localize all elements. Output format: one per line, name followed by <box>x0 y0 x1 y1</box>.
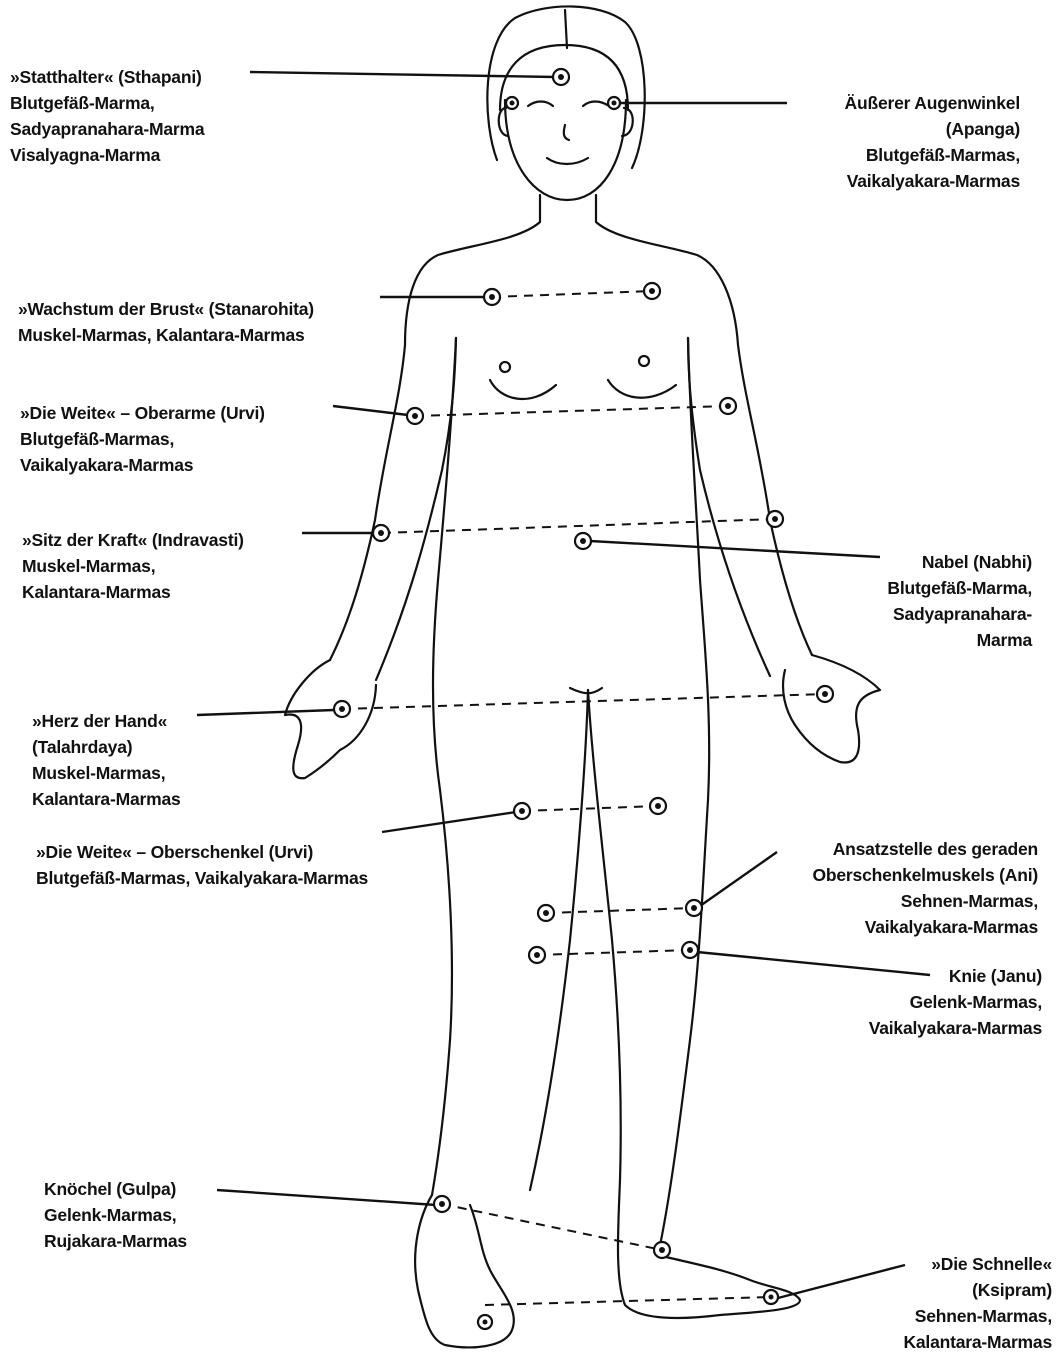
label-line: »Herz der Hand« <box>32 708 181 734</box>
label-line: Blutgefäß-Marmas, Vaikalyakara-Marmas <box>36 865 368 891</box>
point-nabhi <box>575 533 591 549</box>
label-janu: Knie (Janu) Gelenk-Marmas, Vaikalyakara-… <box>869 963 1042 1041</box>
dashed-connectors <box>342 291 825 1305</box>
face-outline <box>505 100 626 200</box>
label-line: Marma <box>887 627 1032 653</box>
label-line: Sehnen-Marmas, <box>903 1303 1052 1329</box>
point-gulpa-left <box>434 1196 450 1212</box>
leader-lines <box>197 72 930 1298</box>
label-line: Blutgefäß-Marmas, <box>845 142 1020 168</box>
body-outline <box>285 6 880 1347</box>
label-line: Sadyapranahara-Marma <box>10 116 204 142</box>
label-line: Visalyagna-Marma <box>10 142 204 168</box>
label-talahrdaya: »Herz der Hand« (Talahrdaya) Muskel-Marm… <box>32 708 181 812</box>
label-line: »Die Schnelle« <box>903 1251 1052 1277</box>
point-indravasti-left <box>373 525 389 541</box>
point-janu-left <box>529 947 545 963</box>
label-line: »Die Weite« – Oberarme (Urvi) <box>20 400 265 426</box>
label-line: Vaikalyakara-Marmas <box>20 452 265 478</box>
label-line: Knie (Janu) <box>869 963 1042 989</box>
label-line: Gelenk-Marmas, <box>869 989 1042 1015</box>
point-indravasti-right <box>767 511 783 527</box>
label-line: Vaikalyakara-Marmas <box>845 168 1020 194</box>
point-urvi-arm-right <box>720 398 736 414</box>
label-line: Vaikalyakara-Marmas <box>869 1015 1042 1041</box>
point-sthapani <box>553 69 569 85</box>
label-line: »Sitz der Kraft« (Indravasti) <box>22 527 244 553</box>
label-line: (Apanga) <box>845 116 1020 142</box>
point-stanarohita-left <box>484 289 500 305</box>
label-line: Nabel (Nabhi) <box>887 549 1032 575</box>
label-line: (Ksipram) <box>903 1277 1052 1303</box>
label-sthapani: »Statthalter« (Sthapani) Blutgefäß-Marma… <box>10 64 204 168</box>
label-line: Ansatzstelle des geraden <box>813 836 1039 862</box>
label-line: Sehnen-Marmas, <box>813 888 1039 914</box>
label-gulpa: Knöchel (Gulpa) Gelenk-Marmas, Rujakara-… <box>44 1176 187 1254</box>
point-janu-right <box>682 942 698 958</box>
label-line: Rujakara-Marmas <box>44 1228 187 1254</box>
label-line: Äußerer Augenwinkel <box>845 90 1020 116</box>
right-hand-outline <box>783 655 880 763</box>
point-urvi-arm-left <box>407 408 423 424</box>
point-urvi-leg-left <box>514 803 530 819</box>
label-ani: Ansatzstelle des geraden Oberschenkelmus… <box>813 836 1039 940</box>
label-line: Knöchel (Gulpa) <box>44 1176 187 1202</box>
label-line: Sadyapranahara- <box>887 601 1032 627</box>
point-apanga-left <box>506 97 518 109</box>
point-talahrdaya-left <box>334 701 350 717</box>
label-line: Gelenk-Marmas, <box>44 1202 187 1228</box>
point-apanga-right <box>608 97 620 109</box>
label-urvi-arm: »Die Weite« – Oberarme (Urvi) Blutgefäß-… <box>20 400 265 478</box>
label-apanga: Äußerer Augenwinkel (Apanga) Blutgefäß-M… <box>845 90 1020 194</box>
point-gulpa-right <box>654 1242 670 1258</box>
label-line: Kalantara-Marmas <box>22 579 244 605</box>
label-line: Blutgefäß-Marma, <box>10 90 204 116</box>
point-ksipram-right <box>764 1290 778 1304</box>
point-urvi-leg-right <box>650 798 666 814</box>
label-line: Oberschenkelmuskels (Ani) <box>813 862 1039 888</box>
label-ksipram: »Die Schnelle« (Ksipram) Sehnen-Marmas, … <box>903 1251 1052 1355</box>
label-line: »Statthalter« (Sthapani) <box>10 64 204 90</box>
left-hand-outline <box>285 660 376 778</box>
label-urvi-leg: »Die Weite« – Oberschenkel (Urvi) Blutge… <box>36 839 368 891</box>
label-line: Muskel-Marmas, <box>22 553 244 579</box>
label-nabhi: Nabel (Nabhi) Blutgefäß-Marma, Sadyapran… <box>887 549 1032 653</box>
point-talahrdaya-right <box>817 686 833 702</box>
label-line: Muskel-Marmas, <box>32 760 181 786</box>
point-ani-left <box>538 905 554 921</box>
point-ksipram-left <box>478 1315 492 1329</box>
point-stanarohita-right <box>644 283 660 299</box>
label-indravasti: »Sitz der Kraft« (Indravasti) Muskel-Mar… <box>22 527 244 605</box>
label-line: Blutgefäß-Marmas, <box>20 426 265 452</box>
label-line: Muskel-Marmas, Kalantara-Marmas <box>18 322 314 348</box>
label-line: Kalantara-Marmas <box>32 786 181 812</box>
label-line: »Wachstum der Brust« (Stanarohita) <box>18 296 314 322</box>
label-line: Vaikalyakara-Marmas <box>813 914 1039 940</box>
point-ani-right <box>686 900 702 916</box>
marma-points <box>334 69 833 1329</box>
label-line: Blutgefäß-Marma, <box>887 575 1032 601</box>
label-line: »Die Weite« – Oberschenkel (Urvi) <box>36 839 368 865</box>
label-line: Kalantara-Marmas <box>903 1329 1052 1355</box>
torso-outline <box>330 195 540 660</box>
label-stanarohita: »Wachstum der Brust« (Stanarohita) Muske… <box>18 296 314 348</box>
left-foot-outline <box>415 1195 514 1347</box>
label-line: (Talahrdaya) <box>32 734 181 760</box>
